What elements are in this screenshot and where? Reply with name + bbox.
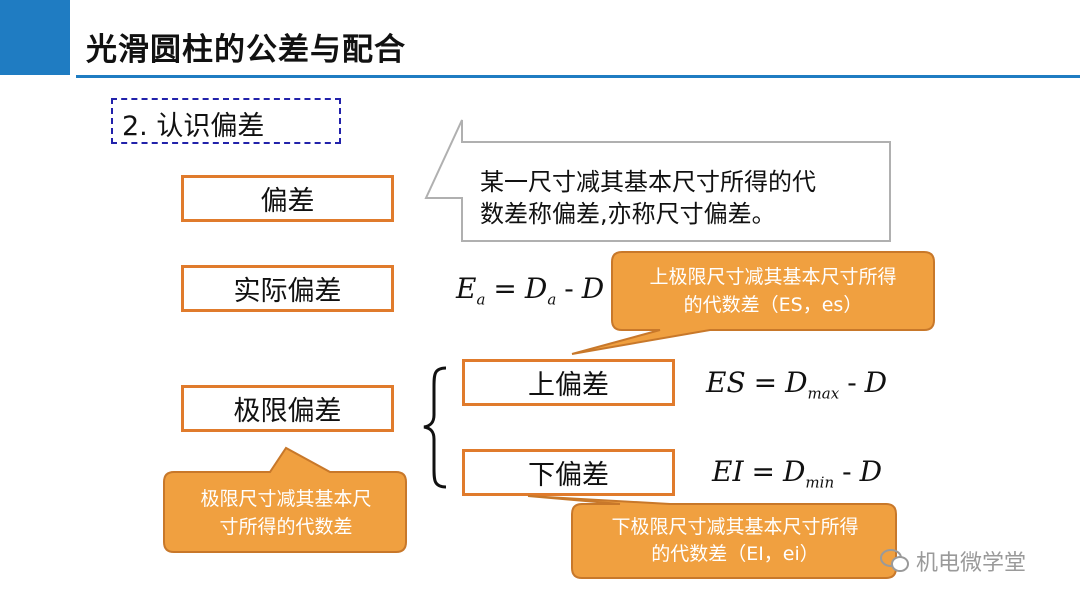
term-upper-deviation: 上偏差 [462, 359, 675, 406]
definition-line-1: 某一尺寸减其基本尺寸所得的代 [480, 168, 816, 196]
wechat-icon [880, 549, 909, 572]
curly-brace [423, 366, 447, 489]
lower-callout-line-2: 的代数差（EI，ei） [651, 543, 819, 565]
limit-callout-shape [163, 446, 407, 553]
upper-callout-line-2: 的代数差（ES，es） [683, 294, 863, 316]
term-lower-deviation: 下偏差 [462, 449, 675, 496]
limit-callout-line-1: 极限尺寸减其基本尺 [200, 488, 372, 510]
definition-arrow-callout [424, 119, 891, 242]
watermark: 机电微学堂 [880, 545, 1026, 577]
term-actual-deviation: 实际偏差 [181, 265, 394, 312]
watermark-text: 机电微学堂 [916, 551, 1027, 576]
section-heading-frame [111, 98, 341, 144]
upper-callout-line-1: 上极限尺寸减其基本尺寸所得 [649, 266, 897, 288]
section-heading: 2. 认识偏差 [122, 111, 265, 142]
header-accent-bar [0, 0, 70, 75]
upper-callout-shape [571, 251, 935, 355]
formula-upper: ES=Dmax-D [706, 366, 888, 403]
definition-line-2: 数差称偏差,亦称尺寸偏差。 [480, 200, 776, 228]
lower-callout-shape [527, 495, 897, 579]
page-title: 光滑圆柱的公差与配合 [86, 32, 406, 68]
limit-callout-line-2: 寸所得的代数差 [219, 516, 353, 538]
lower-callout-line-1: 下极限尺寸减其基本尺寸所得 [611, 516, 859, 538]
header-rule [76, 75, 1080, 78]
formula-lower: EI=Dmin-D [712, 455, 883, 492]
formula-actual: Ea=Da-D [456, 272, 605, 309]
term-deviation: 偏差 [181, 175, 394, 222]
term-limit-deviation: 极限偏差 [181, 385, 394, 432]
definition-arrow-shape [424, 119, 891, 242]
